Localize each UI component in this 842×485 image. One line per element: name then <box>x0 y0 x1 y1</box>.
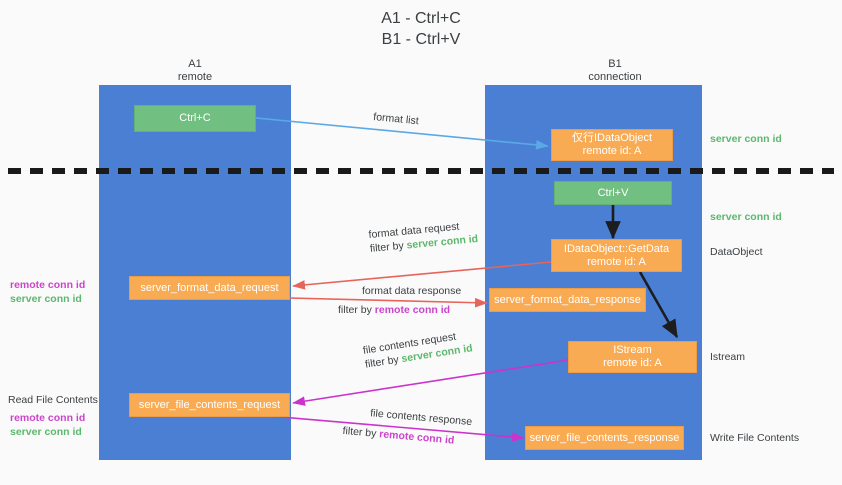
right-label-istream: Istream <box>710 351 746 363</box>
edge-label-format-list: format list <box>372 110 420 128</box>
node-getdata-line1: IDataObject::GetData <box>563 242 670 255</box>
left-label-read-file-contents: Read File Contents <box>8 394 98 406</box>
edge-label-format-data-response-line1: format data response <box>362 285 462 297</box>
title-line-1: A1 - Ctrl+C <box>381 10 461 27</box>
left-label-low-group: remote conn id server conn id <box>10 411 85 439</box>
right-label-server-conn-id-top: server conn id <box>710 133 782 145</box>
node-server-file-contents-request[interactable]: server_file_contents_request <box>129 393 290 417</box>
edge-label-format-data-request: format data request filter by server con… <box>368 218 479 256</box>
edge-label-file-contents-request: file contents request filter by server c… <box>362 327 474 371</box>
remote-conn-id-ref: remote conn id <box>378 428 455 447</box>
node-ctrl-v[interactable]: Ctrl+V <box>554 181 672 205</box>
left-label-mid-remote-conn-id: remote conn id <box>10 279 86 291</box>
node-server-format-data-response[interactable]: server_format_data_response <box>489 288 646 312</box>
right-label-dataobject: DataObject <box>710 246 763 258</box>
title-line-2: B1 - Ctrl+V <box>381 31 461 48</box>
node-server-file-contents-request-label: server_file_contents_request <box>138 398 281 411</box>
node-istream-line1: IStream <box>613 344 652 356</box>
node-istream[interactable]: IStream remote id: A <box>568 341 697 373</box>
edge-label-format-data-response-filter: filter by remote conn id <box>338 304 451 316</box>
node-idataobject-getdata[interactable]: IDataObject::GetData remote id: A <box>551 239 682 272</box>
node-server-format-data-request[interactable]: server_format_data_request <box>129 276 290 300</box>
left-label-low-remote-conn-id: remote conn id <box>10 412 86 424</box>
node-ctrl-v-label: Ctrl+V <box>597 186 629 199</box>
column-header-b1-name: B1 <box>608 58 622 70</box>
node-getdata-line2: remote id: A <box>587 255 646 268</box>
page-title: A1 - Ctrl+C B1 - Ctrl+V <box>0 8 842 50</box>
right-label-write-file-contents: Write File Contents <box>710 432 800 444</box>
column-header-a1: A1 remote <box>125 58 265 84</box>
node-server-file-contents-response[interactable]: server_file_contents_response <box>525 426 684 450</box>
left-label-mid-server-conn-id: server conn id <box>10 293 82 305</box>
edge-label-file-contents-response: file contents response filter by remote … <box>342 404 473 449</box>
edge-label-format-data-response: format data response filter by remote co… <box>338 284 461 317</box>
node-server-file-contents-response-label: server_file_contents_response <box>529 431 680 444</box>
node-idataobject-line2: remote id: A <box>582 145 642 157</box>
column-header-b1: B1 connection <box>545 58 685 84</box>
node-idataobject[interactable]: 仅行IDataObject remote id: A <box>551 129 673 161</box>
node-ctrl-c[interactable]: Ctrl+C <box>134 105 256 132</box>
node-istream-line2: remote id: A <box>603 357 662 369</box>
column-header-b1-sub: connection <box>588 71 642 83</box>
column-header-a1-sub: remote <box>177 71 213 83</box>
left-label-low-server-conn-id: server conn id <box>10 426 82 438</box>
column-header-a1-name: A1 <box>188 58 202 70</box>
node-idataobject-line1: 仅行IDataObject <box>571 132 653 144</box>
remote-conn-id-ref: remote conn id <box>374 304 451 316</box>
right-label-server-conn-id-mid: server conn id <box>710 211 782 223</box>
node-ctrl-c-label: Ctrl+C <box>179 112 211 124</box>
node-server-format-data-response-label: server_format_data_response <box>494 293 641 306</box>
left-label-mid-group: remote conn id server conn id <box>10 278 85 306</box>
node-server-format-data-request-label: server_format_data_request <box>140 281 279 294</box>
